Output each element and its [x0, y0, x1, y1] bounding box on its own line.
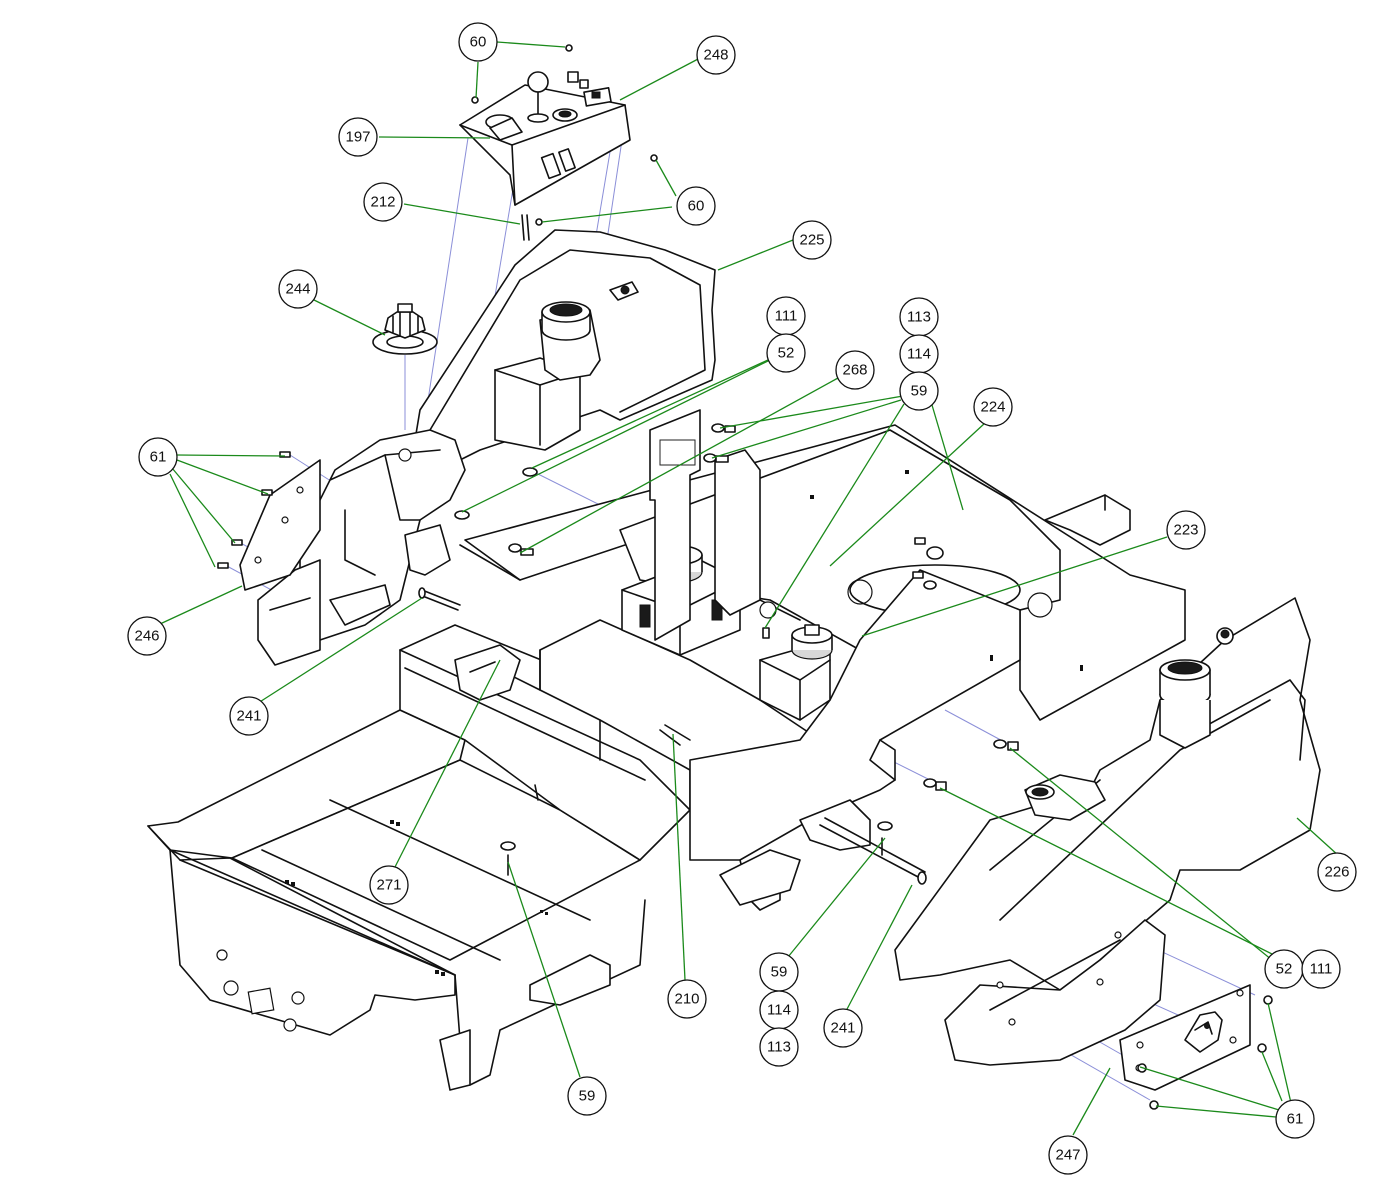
callout-label: 226 — [1324, 864, 1349, 881]
callout-225: 225 — [792, 220, 832, 260]
callout-60: 60 — [676, 186, 716, 226]
callout-label: 223 — [1173, 522, 1198, 539]
leader-lines — [159, 41, 1340, 1136]
callout-label: 52 — [1276, 961, 1293, 978]
left-control-tower — [257, 429, 466, 666]
callout-271: 271 — [369, 865, 409, 905]
control-panel-248 — [459, 44, 658, 241]
callout-226: 226 — [1317, 852, 1357, 892]
callout-59: 59 — [899, 371, 939, 411]
callout-label: 52 — [778, 345, 795, 362]
callout-246: 246 — [127, 616, 167, 656]
callout-212: 212 — [363, 182, 403, 222]
callout-60: 60 — [458, 22, 498, 62]
pivot-rod — [418, 587, 927, 885]
callout-label: 61 — [1287, 1111, 1304, 1128]
callout-224: 224 — [973, 387, 1013, 427]
callout-52: 52 — [766, 333, 806, 373]
callout-label: 60 — [470, 34, 487, 51]
callout-114: 114 — [759, 990, 799, 1030]
callout-268: 268 — [835, 350, 875, 390]
callout-label: 244 — [285, 281, 310, 298]
right-fender-pod-226 — [894, 597, 1321, 1066]
callout-241: 241 — [229, 696, 269, 736]
callout-59: 59 — [759, 952, 799, 992]
callout-61: 61 — [138, 437, 178, 477]
callout-label: 114 — [767, 1002, 791, 1019]
left-fender-pod-225 — [409, 229, 716, 471]
hydraulic-reservoir-right — [759, 624, 833, 721]
callout-label: 225 — [799, 232, 824, 249]
callout-label: 113 — [767, 1039, 791, 1056]
callout-210: 210 — [667, 979, 707, 1019]
callout-113: 113 — [899, 297, 939, 337]
callout-label: 114 — [907, 346, 931, 363]
seat-suspension-244 — [372, 303, 438, 355]
callout-label: 212 — [370, 194, 395, 211]
callout-label: 246 — [134, 628, 159, 645]
callout-111: 111 — [766, 296, 806, 336]
callout-label: 60 — [688, 198, 705, 215]
callout-197: 197 — [338, 117, 378, 157]
callout-label: 224 — [980, 399, 1005, 416]
main-chassis-frame — [147, 424, 1186, 1091]
callout-label: 248 — [703, 47, 728, 64]
callout-59: 59 — [567, 1076, 607, 1116]
callout-114: 114 — [899, 334, 939, 374]
callout-label: 197 — [345, 129, 370, 146]
callout-label: 61 — [150, 449, 167, 466]
callout-61: 61 — [1275, 1099, 1315, 1139]
callout-label: 271 — [376, 877, 401, 894]
tall-bracket-268 — [649, 409, 761, 641]
callout-label: 59 — [771, 964, 788, 981]
callout-label: 247 — [1055, 1147, 1080, 1164]
callout-label: 241 — [830, 1020, 855, 1037]
callout-247: 247 — [1048, 1135, 1088, 1175]
callout-label: 241 — [236, 708, 261, 725]
callouts: 60 248 197 60 212 60 225 244 111 52 113 — [127, 22, 1357, 1175]
callout-label: 113 — [907, 309, 931, 326]
callout-244: 244 — [278, 269, 318, 309]
callout-label: 111 — [775, 308, 798, 325]
callout-52: 52 — [1264, 949, 1304, 989]
callout-223: 223 — [1166, 510, 1206, 550]
hook-271 — [454, 644, 521, 701]
callout-113: 113 — [759, 1027, 799, 1067]
callout-label: 111 — [1310, 961, 1333, 978]
callout-241: 241 — [823, 1008, 863, 1048]
callout-label: 60 — [688, 198, 705, 215]
callout-label: 59 — [911, 383, 928, 400]
callout-248: 248 — [696, 35, 736, 75]
callout-label: 210 — [674, 991, 699, 1008]
callout-label: 59 — [579, 1088, 596, 1105]
callout-label: 268 — [842, 362, 867, 379]
callout-111: 111 — [1301, 949, 1341, 989]
